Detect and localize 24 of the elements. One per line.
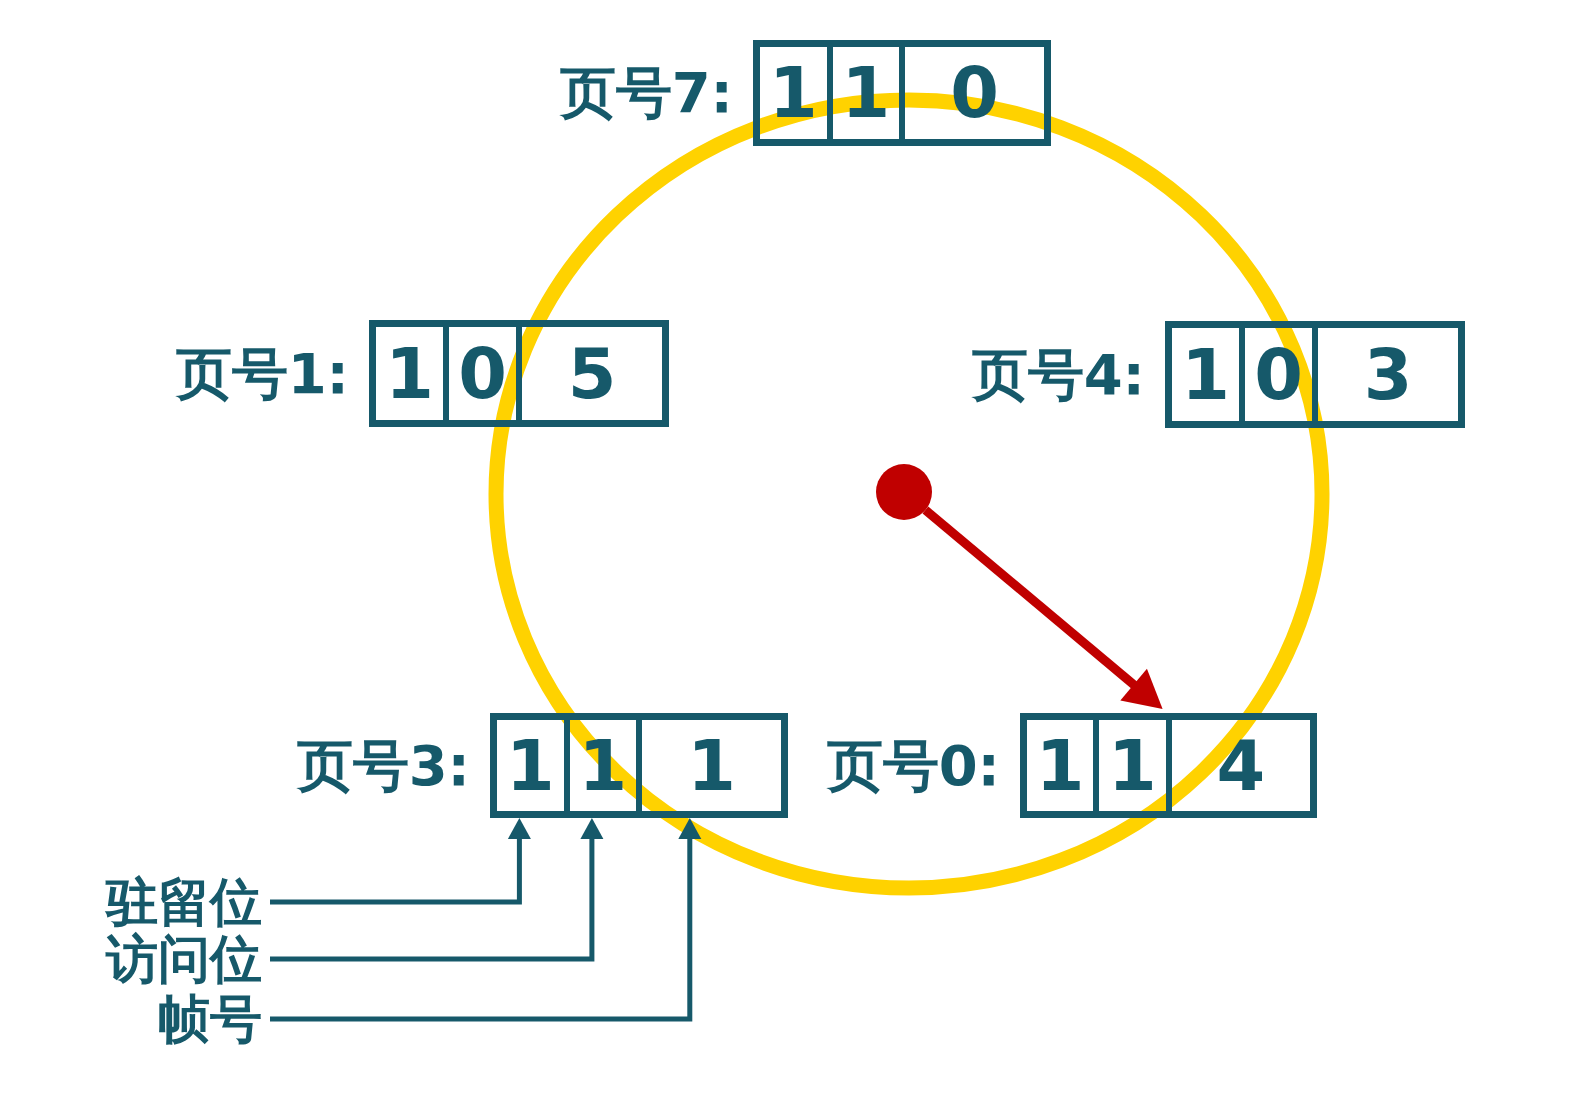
value-cell: 1 [373,324,446,423]
pivot-dot [876,464,932,520]
value-cell: 4 [1168,717,1313,814]
page-label: 页号3: [296,737,470,794]
value-cell: 0 [1242,325,1315,424]
page-label: 页号0: [826,737,1000,794]
leader-arrow [270,818,702,1022]
value-cell: 1 [1169,325,1242,424]
leader-arrow [270,818,531,905]
page-label: 页号7: [559,65,733,121]
value-cell: 3 [1315,325,1461,424]
page-label: 页号1: [175,345,349,402]
field-label: 驻留位 [106,876,262,928]
value-cell: 1 [1024,717,1097,814]
value-cell: 0 [446,324,519,423]
value-cell: 5 [519,324,665,423]
field-label: 访问位 [106,933,262,985]
value-cell: 1 [1096,717,1169,814]
value-cell: 1 [639,717,784,814]
clock-hand-arrow [922,506,1163,709]
field-label: 帧号 [158,993,262,1045]
page-label: 页号4: [971,346,1145,403]
value-cell: 1 [494,717,567,814]
leader-arrow [270,818,604,962]
